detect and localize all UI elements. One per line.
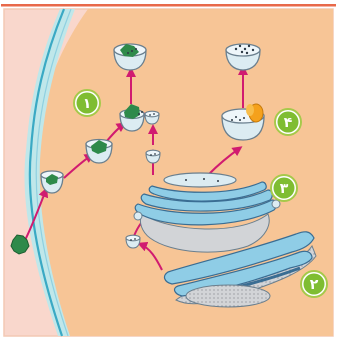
badge-4-label: ۴ bbox=[284, 115, 293, 131]
badge-3: ۳ bbox=[271, 175, 297, 201]
badge-4: ۴ bbox=[275, 109, 301, 135]
badge-1: ۱ bbox=[74, 90, 100, 116]
top-rule bbox=[1, 4, 336, 7]
badge-3-label: ۳ bbox=[280, 181, 289, 197]
badge-2-label: ۲ bbox=[310, 277, 319, 293]
early-endosome bbox=[86, 140, 112, 164]
transport-vesicle-upper bbox=[145, 111, 159, 124]
endocytic-vesicle bbox=[41, 171, 63, 193]
badge-2: ۲ bbox=[301, 271, 327, 297]
residual-body-right bbox=[226, 44, 260, 70]
residual-body-left bbox=[114, 44, 146, 70]
transport-vesicle-lower bbox=[126, 235, 140, 248]
badge-1-label: ۱ bbox=[83, 96, 92, 112]
transport-vesicle-middle bbox=[146, 150, 160, 163]
